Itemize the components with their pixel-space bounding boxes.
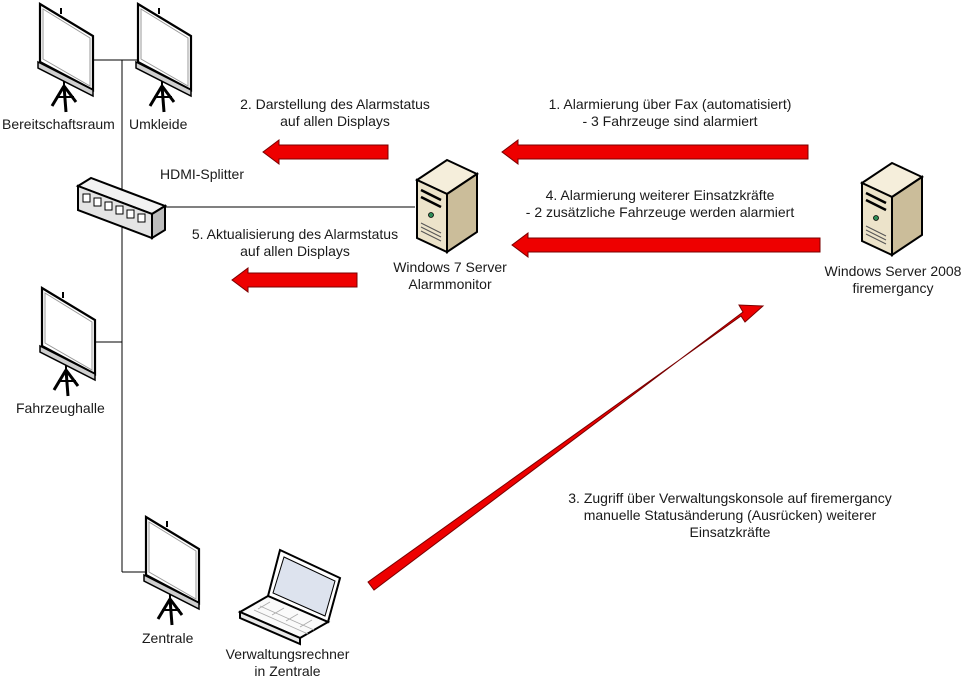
step3-label: 3. Zugriff über Verwaltungskonsole auf f… <box>530 490 930 541</box>
label-line: firemergancy <box>852 280 934 296</box>
step5-label: 5. Aktualisierung des Alarmstatus auf al… <box>165 226 425 260</box>
step1-label: 1. Alarmierung über Fax (automatisiert) … <box>520 96 820 130</box>
step-line: manuelle Statusänderung (Ausrücken) weit… <box>583 507 877 523</box>
arrow-step5 <box>231 267 358 293</box>
label-text: HDMI-Splitter <box>160 166 245 182</box>
step-line: 1. Alarmierung über Fax (automatisiert) <box>548 96 792 112</box>
step-line: 4. Alarmierung weiterer Einsatzkräfte <box>545 187 775 203</box>
projector-screen-icon-umkleide <box>134 2 193 114</box>
label-text: Fahrzeughalle <box>16 400 105 416</box>
step-line: Einsatzkräfte <box>689 524 771 540</box>
step-line: - 3 Fahrzeuge sind alarmiert <box>582 113 758 129</box>
label-hdmi-splitter: HDMI-Splitter <box>160 166 244 183</box>
projector-screen-icon-zentrale <box>142 515 201 627</box>
server-tower-icon-firemergancy <box>860 161 924 257</box>
arrow-step4 <box>511 232 821 258</box>
step4-label: 4. Alarmierung weiterer Einsatzkräfte - … <box>500 187 820 221</box>
laptop-icon <box>237 548 342 646</box>
step-line: 5. Aktualisierung des Alarmstatus <box>191 226 399 242</box>
arrow-step1 <box>501 139 809 165</box>
step2-label: 2. Darstellung des Alarmstatus auf allen… <box>215 96 455 130</box>
label-text: Bereitschaftsraum <box>2 116 115 132</box>
projector-screen-icon-fahrzeughalle <box>38 286 97 398</box>
label-line: Windows 7 Server <box>393 259 507 275</box>
label-fahrzeughalle: Fahrzeughalle <box>16 400 105 417</box>
step-line: auf allen Displays <box>240 243 350 259</box>
label-line: Alarmmonitor <box>408 276 492 292</box>
label-text: Umkleide <box>129 116 188 132</box>
step-line: auf allen Displays <box>280 113 390 129</box>
label-line: Verwaltungsrechner <box>225 646 350 662</box>
label-line: Windows Server 2008 <box>824 263 962 279</box>
step-line: - 2 zusätzliche Fahrzeuge werden alarmie… <box>525 204 795 220</box>
label-line: in Zentrale <box>254 663 321 679</box>
hdmi-splitter-icon <box>75 176 168 240</box>
label-umkleide: Umkleide <box>129 116 187 133</box>
step-line: 2. Darstellung des Alarmstatus <box>240 96 430 112</box>
server-tower-icon-alarmmonitor <box>415 158 479 254</box>
arrow-step2 <box>262 139 389 165</box>
label-main-server: Windows Server 2008 firemergancy <box>810 263 976 297</box>
projector-screen-icon-bereitschaftsraum <box>36 2 95 114</box>
label-zentrale: Zentrale <box>142 630 193 647</box>
label-alarm-server: Windows 7 Server Alarmmonitor <box>380 259 520 293</box>
label-bereitschaftsraum: Bereitschaftsraum <box>2 116 115 133</box>
step-line: 3. Zugriff über Verwaltungskonsole auf f… <box>568 490 892 506</box>
label-admin-pc: Verwaltungsrechner in Zentrale <box>205 646 370 680</box>
arrow-step3 <box>367 304 765 591</box>
label-text: Zentrale <box>142 630 194 646</box>
